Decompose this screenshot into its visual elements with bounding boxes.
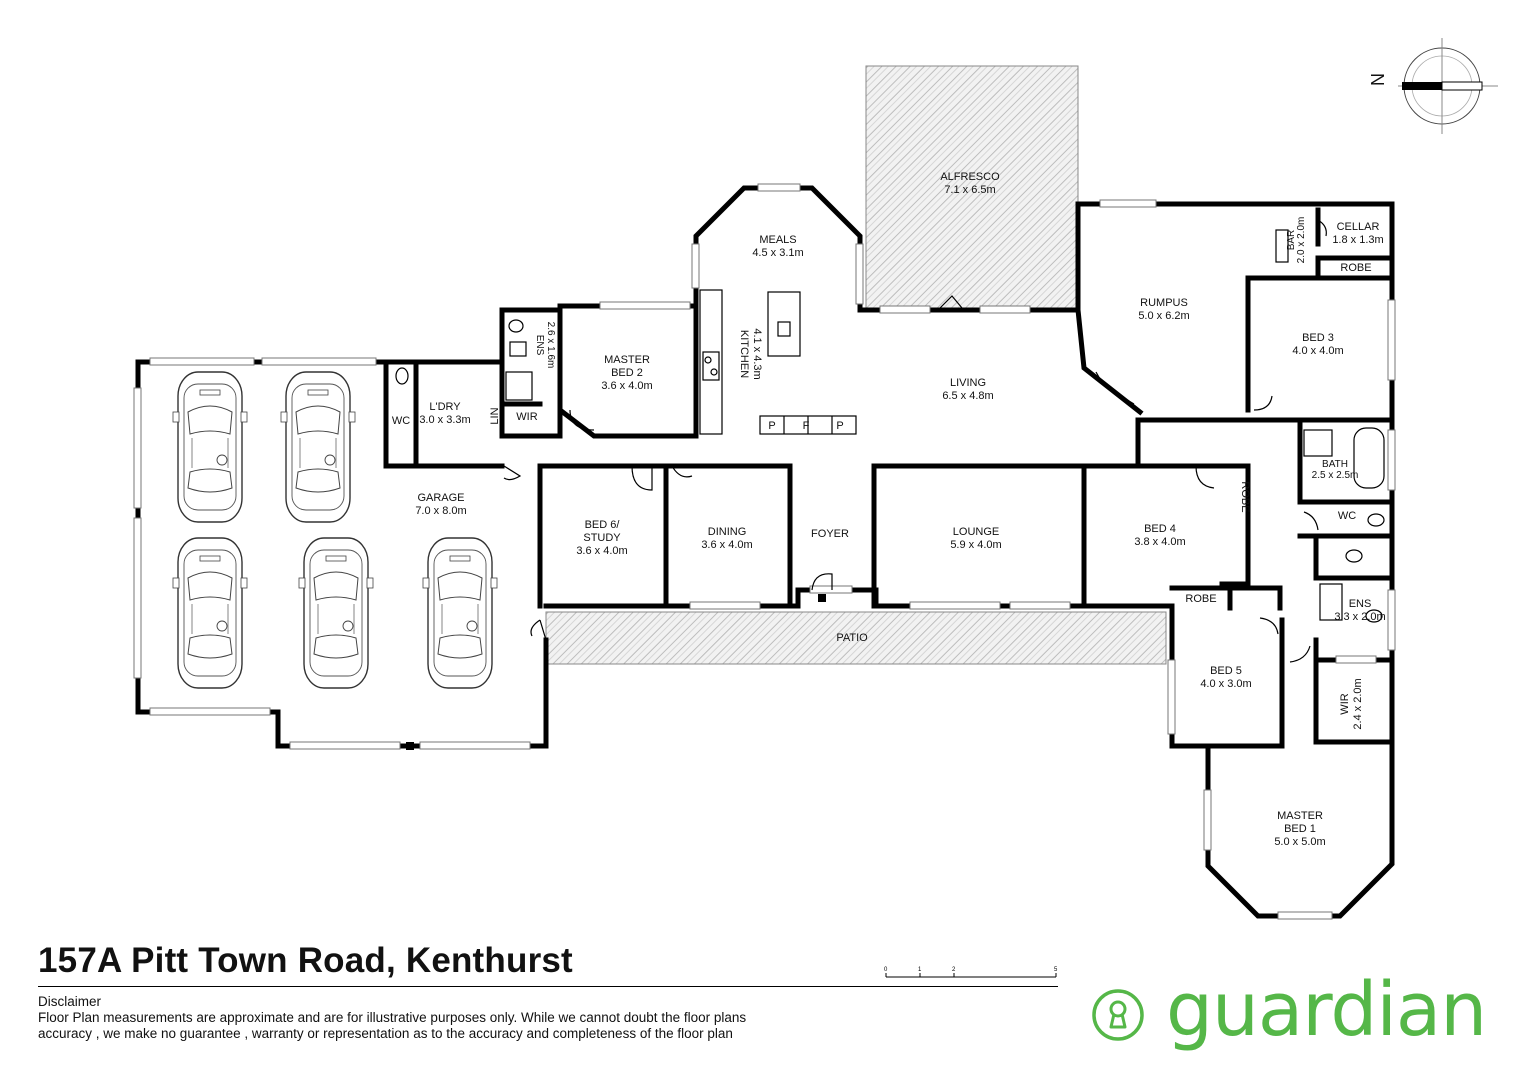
room-bed-4-size: 3.8 x 4.0m <box>1134 536 1185 548</box>
room-bed-6-size: 3.6 x 4.0m <box>576 545 627 557</box>
disclaimer-heading: Disclaimer <box>38 994 102 1009</box>
room-ens-1-name: ENS <box>1349 598 1372 610</box>
room-bed-3-size: 4.0 x 4.0m <box>1292 345 1343 357</box>
room-bed-5-name: BED 5 <box>1210 665 1242 677</box>
scale-tick-5: 5 <box>1054 967 1058 973</box>
windows <box>133 183 1396 920</box>
room-robe-3-name: ROBE <box>1340 262 1371 274</box>
room-living-name: LIVING <box>950 377 986 389</box>
guardian-logo: guardian <box>1090 967 1510 1055</box>
pantry-label-2: P <box>836 420 843 432</box>
room-bar-size: 2.0 x 2.0m <box>1296 217 1307 264</box>
room-master-bed-2-name-2: BED 2 <box>611 367 643 379</box>
room-master-bed-1-size: 5.0 x 5.0m <box>1274 836 1325 848</box>
interior-walls <box>413 207 1395 749</box>
room-master-bed-2-name: MASTER <box>604 354 650 366</box>
fridge-label: F <box>803 420 810 432</box>
room-bed-3-name: BED 3 <box>1302 332 1334 344</box>
room-alfresco-size: 7.1 x 6.5m <box>944 184 995 196</box>
disclaimer-block: Disclaimer Floor Plan measurements are a… <box>38 994 858 1042</box>
room-kitchen-name: KITCHEN <box>738 330 750 378</box>
room-rumpus-name: RUMPUS <box>1140 297 1188 309</box>
patio-area <box>545 611 1167 665</box>
room-ens-2-size: 2.6 x 1.6m <box>545 322 556 369</box>
room-foyer-name: FOYER <box>811 528 849 540</box>
room-ens-1-size: 3.3 x 2.0m <box>1334 611 1385 623</box>
scale-bar: 0 1 2 5 <box>884 967 1058 978</box>
room-wir-1-name: WIR <box>1339 693 1351 714</box>
alfresco-area <box>865 65 1079 309</box>
disclaimer-line-1: Floor Plan measurements are approximate … <box>38 1010 747 1025</box>
room-wc-laundry-name: WC <box>392 415 410 427</box>
room-dining-name: DINING <box>708 526 747 538</box>
compass-north-label: N <box>1368 73 1388 86</box>
room-bed-6-name-2: STUDY <box>583 532 621 544</box>
room-wc-ensuite-name: WC <box>1338 510 1356 522</box>
room-bath-size: 2.5 x 2.5m <box>1312 470 1359 481</box>
room-master-bed-2-size: 3.6 x 4.0m <box>601 380 652 392</box>
room-linen-name: LIN <box>489 407 501 424</box>
room-laundry-name: L'DRY <box>429 401 461 413</box>
doors <box>406 219 1327 750</box>
room-patio-name: PATIO <box>836 632 868 644</box>
disclaimer-line-2: accuracy , we make no guarantee , warran… <box>38 1026 733 1041</box>
title-divider <box>38 986 1058 987</box>
room-bed-4-name: BED 4 <box>1144 523 1176 535</box>
room-living-size: 6.5 x 4.8m <box>942 390 993 402</box>
room-meals-size: 4.5 x 3.1m <box>752 247 803 259</box>
scale-tick-2: 2 <box>952 967 956 973</box>
brand-wordmark: guardian <box>1166 967 1487 1053</box>
keyhole-icon <box>1092 989 1144 1041</box>
room-lounge-size: 5.9 x 4.0m <box>950 539 1001 551</box>
room-wir-2-name: WIR <box>516 411 537 423</box>
room-garage-name: GARAGE <box>417 492 464 504</box>
room-rumpus-size: 5.0 x 6.2m <box>1138 310 1189 322</box>
pantry-label-1: P <box>768 420 775 432</box>
scale-tick-1: 1 <box>918 967 922 973</box>
room-wir-1-size: 2.4 x 2.0m <box>1352 678 1364 729</box>
room-master-bed-1-name-2: BED 1 <box>1284 823 1316 835</box>
scale-tick-0: 0 <box>884 967 888 973</box>
room-dining-size: 3.6 x 4.0m <box>701 539 752 551</box>
property-address: 157A Pitt Town Road, Kenthurst <box>38 941 573 980</box>
north-compass-icon: N <box>1368 38 1498 134</box>
room-bed-6-name: BED 6/ <box>585 519 621 531</box>
room-kitchen-size: 4.1 x 4.3m <box>751 328 763 379</box>
room-alfresco-name: ALFRESCO <box>940 171 1000 183</box>
room-bath-name: BATH <box>1322 459 1348 470</box>
room-bed-5-size: 4.0 x 3.0m <box>1200 678 1251 690</box>
room-lounge-name: LOUNGE <box>953 526 999 538</box>
room-robe-5-name: ROBE <box>1185 593 1216 605</box>
room-bar-name: BAR <box>1286 230 1297 251</box>
room-master-bed-1-name: MASTER <box>1277 810 1323 822</box>
room-laundry-size: 3.0 x 3.3m <box>419 414 470 426</box>
room-cellar-size: 1.8 x 1.3m <box>1332 234 1383 246</box>
room-cellar-name: CELLAR <box>1337 221 1380 233</box>
fixtures <box>395 229 1385 623</box>
room-labels: ALFRESCO 7.1 x 6.5m MEALS 4.5 x 3.1m CEL… <box>392 171 1386 848</box>
room-garage-size: 7.0 x 8.0m <box>415 505 466 517</box>
room-ens-2-name: ENS <box>534 335 545 356</box>
room-robe-4-name: ROBE <box>1239 481 1251 512</box>
room-meals-name: MEALS <box>759 234 796 246</box>
